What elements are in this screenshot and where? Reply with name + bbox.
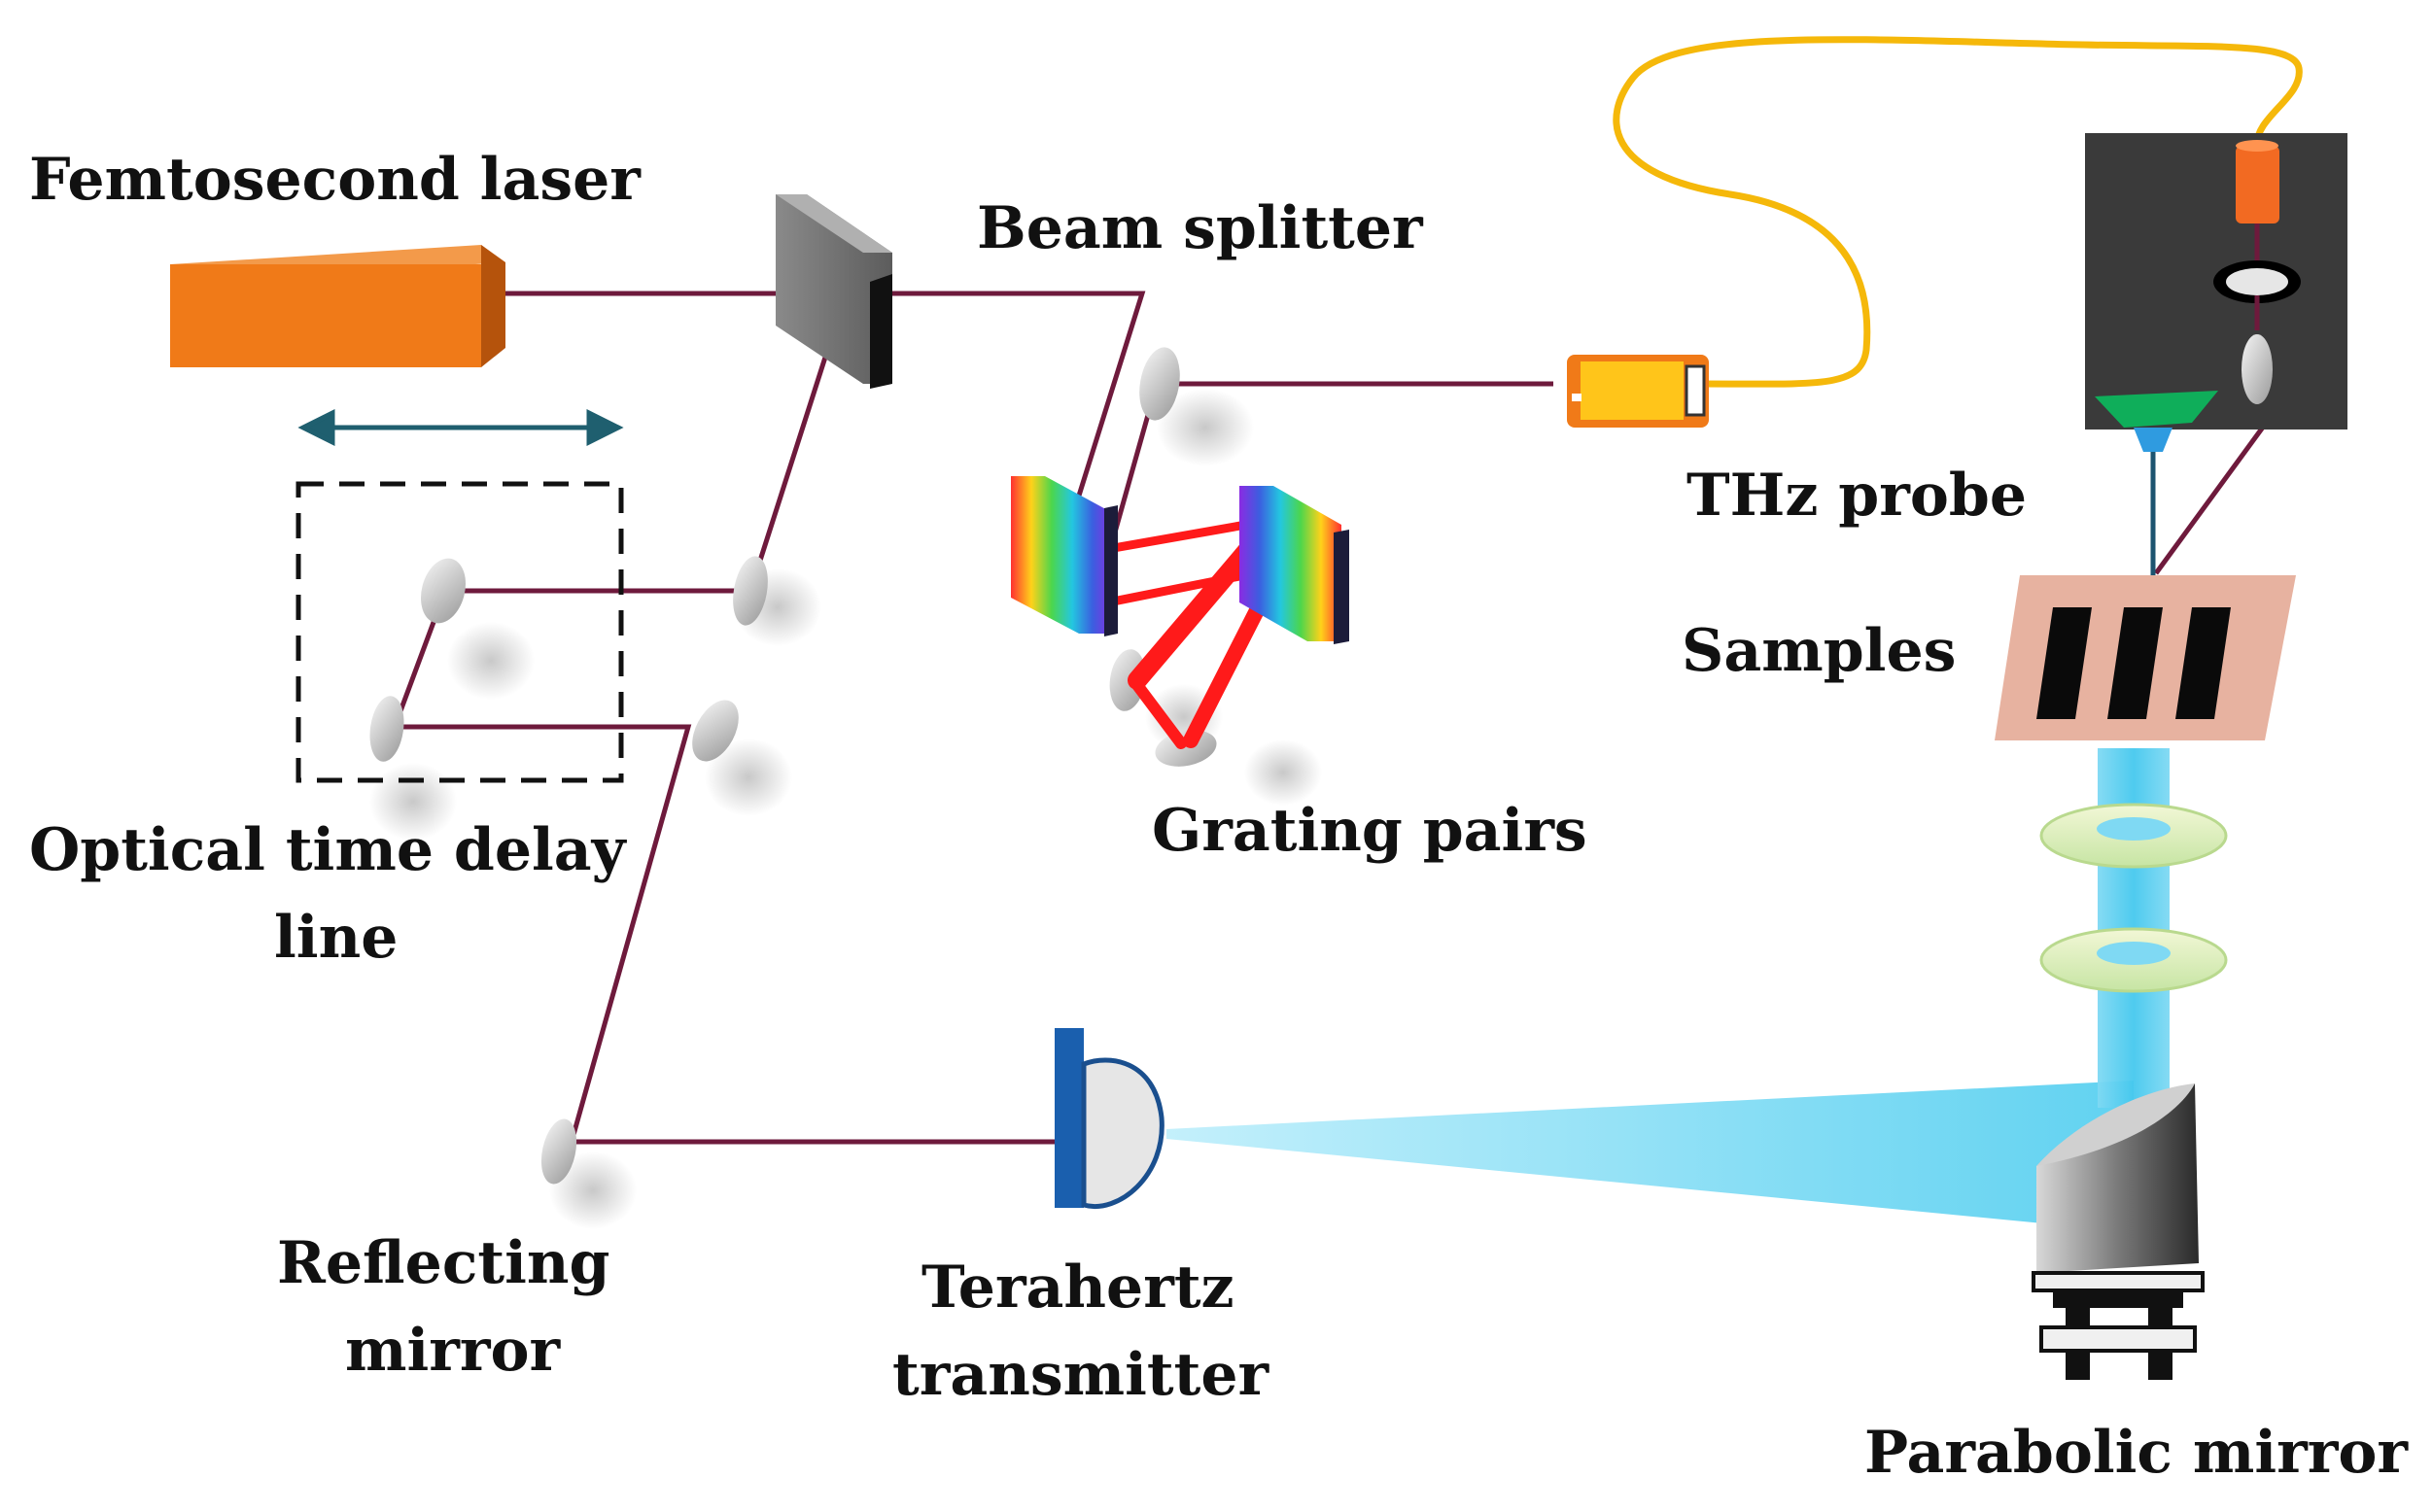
grating-pair-mirrors — [1109, 347, 1217, 767]
label-reflecting-mirror: Reflecting — [277, 1229, 609, 1297]
label-femtosecond-laser: Femtosecond laser — [29, 146, 642, 214]
mirror-shadows — [369, 389, 1322, 1229]
lens-ring-upper — [2039, 803, 2228, 869]
terahertz-transmitter — [1055, 1028, 1164, 1209]
label-optical-delay-line: Optical time delay — [29, 816, 628, 884]
label-thz-probe: THz probe — [1686, 462, 2027, 530]
detector-box — [2085, 133, 2347, 575]
label-optical-delay-line-2: line — [274, 904, 398, 972]
lens-ring-lower — [2039, 927, 2228, 993]
grating-left — [1011, 476, 1118, 636]
thz-probe — [1567, 355, 1709, 428]
optical-fiber — [1613, 36, 2303, 388]
parabolic-mirror — [2032, 1083, 2205, 1380]
label-terahertz-transmitter-2: transmitter — [892, 1341, 1269, 1409]
label-reflecting-mirror-2: mirror — [345, 1317, 562, 1385]
label-beam-splitter: Beam splitter — [977, 194, 1424, 262]
beam-splitter — [776, 194, 892, 389]
delay-line-mirrors — [369, 556, 768, 762]
label-grating-pairs: Grating pairs — [1152, 797, 1587, 865]
label-terahertz-transmitter: Terahertz — [921, 1254, 1234, 1322]
delay-double-arrow — [297, 408, 624, 447]
laser-beam-paths — [391, 291, 2273, 1145]
diagram-labels: Femtosecond laser Beam splitter THz prob… — [29, 146, 2409, 1487]
label-parabolic-mirror: Parabolic mirror — [1864, 1419, 2409, 1487]
label-samples: Samples — [1682, 617, 1956, 685]
optical-delay-line-box — [295, 481, 624, 783]
grating-right — [1239, 486, 1349, 644]
reflecting-mirror — [540, 1118, 577, 1185]
samples-plate — [1995, 575, 2296, 740]
femtosecond-laser — [170, 245, 505, 367]
